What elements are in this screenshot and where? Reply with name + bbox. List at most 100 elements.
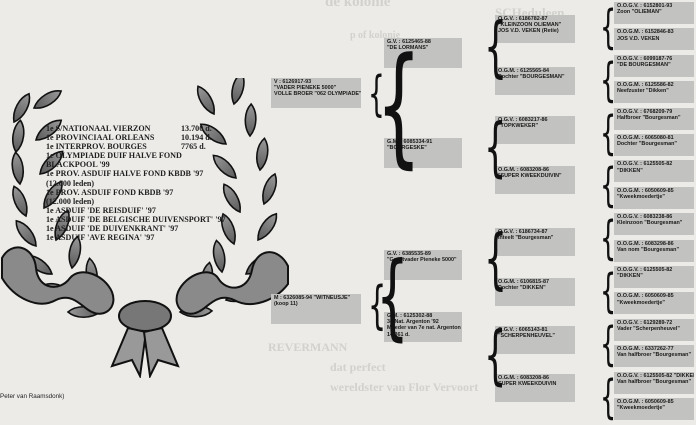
pedigree-line: SUPER KWEEKDUIVIN xyxy=(498,381,557,388)
background-headline-top: de kolonie xyxy=(325,0,391,10)
pedigree-box-gen2-1: G.V. : 6125465-88"DE LORMANS" xyxy=(384,38,462,68)
background-headline-bottom-3: wereldster van Flor Vervoort xyxy=(330,380,479,394)
pedigree-line: O.O.G.V. : 6125505-82 xyxy=(617,161,673,168)
pedigree-line: O.G.M. : 6083208-86 xyxy=(498,167,549,173)
pedigree-line: O.O.G.V. : 6099187-76 xyxy=(617,55,673,62)
pedigree-line: JOS V.D. VEKEN (Retie) xyxy=(498,28,559,35)
pedigree-line: O.O.G.V. : 6125505-82 "DIKKEN" xyxy=(617,372,694,379)
pedigree-box-gen3-4: O.G.M. : 6083208-86"SUPER KWEEKDUIVIN" xyxy=(495,166,575,194)
pedigree-line: M : 6326085-94 "WITNEUSJE" xyxy=(274,295,351,301)
pedigree-line: "DIKKEN" xyxy=(617,167,643,174)
photo-caption: Peter van Raamsdonk) xyxy=(0,393,65,400)
achievement-label: 1e INTERPROV. BOURGES xyxy=(46,142,147,152)
achievement-row: BLACKPOOL '99 xyxy=(46,160,226,169)
achievement-row: 1e PROV. ASDUIF HALVE FOND KBDB '97 xyxy=(46,169,226,178)
bracket-icon: { xyxy=(600,211,617,266)
pedigree-line: G.M. : 6085334-91 xyxy=(387,139,433,145)
pedigree-box-gen4-3: O.O.G.V. : 6099187-76"DE BOURGESMAN" xyxy=(614,54,694,77)
achievement-label: 1e PROVINCIAAL ORLEANS xyxy=(46,133,155,143)
bracket-icon: { xyxy=(484,220,508,297)
pedigree-line: O.O.G.M. : 6050609-85 xyxy=(617,399,674,405)
achievement-label: 1e OLYMPIADE DUIF HALVE FOND xyxy=(46,151,182,161)
pedigree-line: O.G.V. : 6186734-87 xyxy=(498,229,548,235)
pedigree-box-gen4-12: O.O.G.M. : 6050609-85"Kweekmoedertje" xyxy=(614,292,694,315)
bracket-icon: { xyxy=(368,66,385,122)
pedigree-box-gen2-3: G.V. : 6385535-89"Grootvader Pieneke 500… xyxy=(384,250,462,280)
pedigree-line: "Kweekmoedertje" xyxy=(617,405,665,412)
achievement-value: 13.700 d. xyxy=(181,124,212,133)
achievement-label: 1e ASDUIF 'AVE REGINA' '97 xyxy=(46,233,155,243)
pedigree-line: (koop 11) xyxy=(274,301,298,308)
achievement-label: 1e ASDUIF 'DE BELGISCHE DUIVENSPORT' '97 xyxy=(46,214,226,224)
background-headline-top-3: p of kolonie xyxy=(350,30,401,41)
pedigree-box-gen1-1: V : 6126917-93"VADER PIENEKE 5000"VOLLE … xyxy=(271,78,361,108)
pedigree-line: "KLEINZOON OLIEMAN" xyxy=(498,22,562,29)
pedigree-line: VOLLE BROER "062 OLYMPIADE" xyxy=(274,91,361,98)
achievement-row: 1e ASDUIF 'AVE REGINA' '97 xyxy=(46,233,226,242)
achievement-label: BLACKPOOL '99 xyxy=(46,160,110,170)
pedigree-line: O.O.G.M. : 6125586-82 xyxy=(617,82,674,89)
pedigree-line: Van nom "Bourgesman" xyxy=(617,246,680,253)
pedigree-line: Moeder van 7e nat. Argenton xyxy=(387,325,461,332)
pedigree-line: G.V. : 6385535-89 xyxy=(387,251,431,257)
pedigree-line: "VADER PIENEKE 5000" xyxy=(274,85,337,92)
pedigree-line: V : 6126917-93 xyxy=(274,79,312,85)
pedigree-line: O.G.M. : 6083208-86 xyxy=(498,375,549,381)
bracket-icon: { xyxy=(600,52,617,107)
bracket-icon: { xyxy=(376,29,422,181)
achievement-row: 1e ASDUIF 'DE BELGISCHE DUIVENSPORT' '97 xyxy=(46,215,226,224)
bracket-icon: { xyxy=(368,276,387,336)
pedigree-line: "DE LORMANS" xyxy=(387,45,429,52)
pedigree-line: 3e Nat. Argenton '92 xyxy=(387,319,439,326)
pedigree-line: Inteelt "Bourgesman" xyxy=(498,235,554,242)
pedigree-line: O.O.G.M. : 6065080-81 xyxy=(617,135,674,141)
pedigree-line: Halfbroer "Bourgesman" xyxy=(617,114,681,121)
pedigree-line: O.O.G.M. : 6152846-83 xyxy=(617,29,674,36)
achievement-row: 1e ASDUIF 'DE REISDUIF' '97 xyxy=(46,206,226,215)
pedigree-box-gen3-7: O.G.V. : 6065143-81"SCHERPENHEUVEL" xyxy=(495,326,575,354)
pedigree-line: O.O.G.V. : 6152801-93 xyxy=(617,3,673,9)
pedigree-box-gen3-1: O.G.V. : 6186782-87"KLEINZOON OLIEMAN"JO… xyxy=(495,15,575,43)
pedigree-line: O.O.G.V. : 6083238-86 xyxy=(617,214,673,221)
pedigree-line: O.G.V. : 6083217-86 xyxy=(498,117,548,123)
pedigree-line: "SCHERPENHEUVEL" xyxy=(498,333,555,340)
achievement-row: (12.000 leden) xyxy=(46,179,226,188)
pedigree-line: "Kweekmoedertje" xyxy=(617,299,665,306)
bracket-icon: { xyxy=(600,105,617,160)
achievement-label: (12.000 leden) xyxy=(46,196,95,206)
pedigree-box-gen4-16: O.O.G.M. : 6050609-85"Kweekmoedertje" xyxy=(614,398,694,420)
pedigree-line: JOS V.D. VEKEN xyxy=(617,35,660,42)
pedigree-line: G.M. : 6125302-88 xyxy=(387,313,433,319)
pedigree-line: "DIKKEN" xyxy=(617,273,643,280)
bracket-icon: { xyxy=(600,0,617,54)
achievement-value: 10.194 d. xyxy=(181,133,212,143)
pedigree-line: "Grootvader Pieneke 5000" xyxy=(387,257,457,264)
pedigree-line: O.G.M. : 6125565-84 xyxy=(498,68,549,74)
pedigree-line: O.G.M. : 6106815-87 xyxy=(498,279,549,285)
pedigree-box-gen4-15: O.O.G.V. : 6125505-82 "DIKKEN"Van halfbr… xyxy=(614,371,694,394)
achievement-label: 1e PROV. ASDUIF HALVE FOND KBDB '97 xyxy=(46,169,204,179)
pedigree-box-gen4-11: O.O.G.V. : 6125505-82"DIKKEN" xyxy=(614,266,694,288)
pedigree-line: Dochter "Bourgesman" xyxy=(617,141,677,148)
pedigree-line: O.G.V. : 6065143-81 xyxy=(498,327,548,333)
bracket-icon: { xyxy=(484,8,508,85)
achievement-label: 1e PROV. ASDUIF FOND KBDB '97 xyxy=(46,187,174,197)
achievement-row: 1e OLYMPIADE DUIF HALVE FOND xyxy=(46,151,226,160)
pedigree-line: Van halfbroer "Bourgesman" xyxy=(617,352,692,359)
pedigree-box-gen2-2: G.M. : 6085334-91"BOURGESKE" xyxy=(384,138,462,168)
pedigree-line: O.O.G.V. : 6768209-79 xyxy=(617,108,673,115)
pedigree-line: "Kweekmoedertje" xyxy=(617,194,665,200)
background-headline-bottom-2: dat perfect xyxy=(330,360,386,374)
